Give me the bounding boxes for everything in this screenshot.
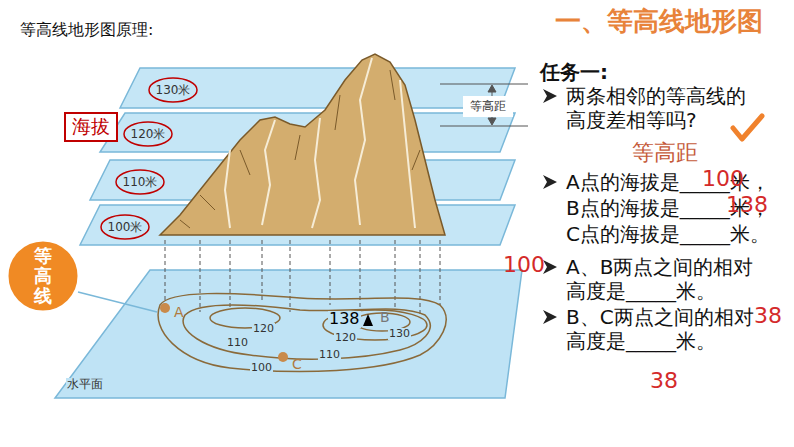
point-label: C bbox=[292, 356, 302, 373]
mountain-shading bbox=[180, 70, 420, 228]
question-text: A、B两点之间的相对高度是_____米。 bbox=[566, 255, 758, 303]
circle-shape bbox=[7, 240, 79, 312]
peak-elevation: 138 bbox=[328, 311, 361, 328]
elevation-ellipse: 100米 bbox=[99, 213, 151, 241]
projection-lines bbox=[165, 240, 440, 315]
node-text: 110米 bbox=[123, 174, 158, 191]
contour-lines bbox=[158, 294, 446, 372]
task-heading: 任务一: bbox=[540, 60, 608, 84]
question-text: C点的海拔是_____米。 bbox=[566, 222, 770, 246]
altitude-box: 海拔 bbox=[64, 112, 118, 142]
node-text: 120米 bbox=[131, 126, 166, 143]
answer-number: 138 bbox=[726, 192, 768, 218]
elevation-ellipse: 110米 bbox=[114, 168, 166, 196]
elevation-ellipse: 120米 bbox=[122, 120, 174, 148]
node-text: 海拔 bbox=[72, 114, 110, 140]
contour-value: 120 bbox=[334, 332, 357, 344]
ellipse-shape bbox=[101, 215, 149, 239]
answer-number: 38 bbox=[650, 368, 678, 394]
plane-130 bbox=[120, 68, 515, 108]
interval-box: 等高距 bbox=[463, 96, 513, 117]
question-text: 两条相邻的等高线的高度差相等吗? bbox=[566, 84, 758, 132]
answer-text: 等高距 bbox=[632, 140, 698, 166]
elevation-ellipse: 130米 bbox=[147, 76, 199, 104]
heading-note: 等高线地形图原理: bbox=[20, 20, 153, 39]
bullet-arrows bbox=[543, 89, 557, 324]
mountain bbox=[160, 54, 445, 235]
plane-name: 水平面 bbox=[66, 378, 104, 391]
answer-number: 100 bbox=[503, 252, 545, 278]
peak-triangle bbox=[363, 314, 373, 326]
ellipse-shape bbox=[149, 78, 197, 102]
horizontal-plane bbox=[55, 270, 522, 398]
leader-line bbox=[78, 292, 157, 312]
question-text: B、C两点之间的相对高度是_____米。 bbox=[566, 305, 758, 353]
ellipse-shape bbox=[124, 122, 172, 146]
point-a bbox=[160, 303, 170, 313]
node-text: 等高距 bbox=[470, 98, 506, 115]
contour-value: 120 bbox=[252, 323, 275, 335]
contour-value: 110 bbox=[226, 337, 249, 349]
contour-circle: 等高线 bbox=[5, 238, 81, 314]
node-text: 130米 bbox=[156, 82, 191, 99]
node-text: 100米 bbox=[108, 219, 143, 236]
slide-title: 一、等高线地形图 bbox=[555, 6, 763, 37]
answer-number: 100 bbox=[702, 166, 744, 192]
contour-value: 130 bbox=[388, 328, 411, 340]
point-label: B bbox=[380, 309, 390, 326]
mountain-ridges bbox=[225, 58, 415, 228]
checkmark bbox=[733, 116, 762, 139]
interval-bracket bbox=[440, 84, 528, 126]
point-label: A bbox=[174, 304, 184, 321]
answer-number: 38 bbox=[754, 303, 782, 329]
point-c bbox=[278, 352, 288, 362]
contour-value: 110 bbox=[318, 349, 341, 361]
node-text: 等高线 bbox=[34, 246, 52, 305]
contour-value: 100 bbox=[250, 362, 273, 374]
ellipse-shape bbox=[116, 170, 164, 194]
